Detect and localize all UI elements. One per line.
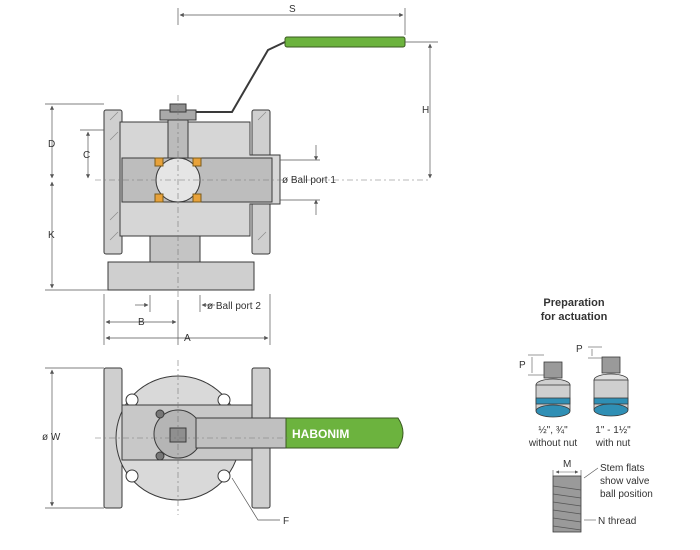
top-view [95, 360, 404, 515]
left-flange [103, 109, 123, 255]
dim-k: K [48, 230, 55, 241]
actuation-panel: Preparation for actuation P P [519, 297, 653, 533]
dim-a: A [184, 333, 191, 344]
seat-3 [154, 193, 164, 203]
base-flange [107, 261, 255, 291]
p-label-left: P [519, 360, 526, 371]
brand-name: HABONIM [292, 427, 349, 441]
left-caption-1: ½", ¾" [538, 425, 568, 436]
stem-note-3: ball position [600, 489, 653, 500]
stem-note-1: Stem flats [600, 463, 644, 474]
screw [155, 451, 165, 461]
top-dimensions [45, 367, 280, 521]
left-caption-2: without nut [528, 438, 578, 449]
handle-grip [284, 36, 406, 48]
dim-c: C [83, 150, 90, 161]
stem-without-nut [535, 361, 571, 418]
actuation-title-2: for actuation [541, 311, 608, 323]
right-caption-2: with nut [595, 438, 631, 449]
handle-arm [196, 41, 286, 113]
side-view [95, 36, 430, 300]
bolt-hole [125, 393, 139, 407]
top-handle-grip [285, 417, 404, 449]
dim-d: D [48, 139, 55, 150]
bolt-hole [125, 469, 139, 483]
dim-f: F [283, 516, 289, 527]
dim-h: H [422, 105, 429, 116]
bolt-hole [217, 393, 231, 407]
dim-w: ø W [42, 432, 61, 443]
seat-4 [192, 193, 202, 203]
stem-with-nut [593, 356, 629, 417]
right-caption-1: 1" - 1½" [595, 425, 631, 436]
top-handle-arm [195, 417, 287, 449]
ball-port-2-label: ø Ball port 2 [207, 301, 261, 312]
ball-port-1-label: ø Ball port 1 [282, 175, 336, 186]
bolt-hole [217, 469, 231, 483]
stem-note-2: show valve [600, 476, 650, 487]
actuation-title-1: Preparation [543, 297, 604, 309]
m-label: M [563, 459, 571, 470]
seat-2 [192, 157, 202, 167]
habonim-logo: HABONIM [292, 427, 349, 441]
screw [155, 409, 165, 419]
side-dimensions [45, 8, 438, 345]
threaded-stem [552, 475, 582, 533]
top-labels: ø W F HABONIM [42, 427, 349, 527]
dim-b: B [138, 317, 145, 328]
p-label-right: P [576, 344, 583, 355]
n-thread-label: N thread [598, 516, 636, 527]
seat-1 [154, 157, 164, 167]
side-labels: S H D C K ø Ball port 1 ø Ball port 2 B … [48, 4, 429, 344]
dim-s: S [289, 4, 296, 15]
